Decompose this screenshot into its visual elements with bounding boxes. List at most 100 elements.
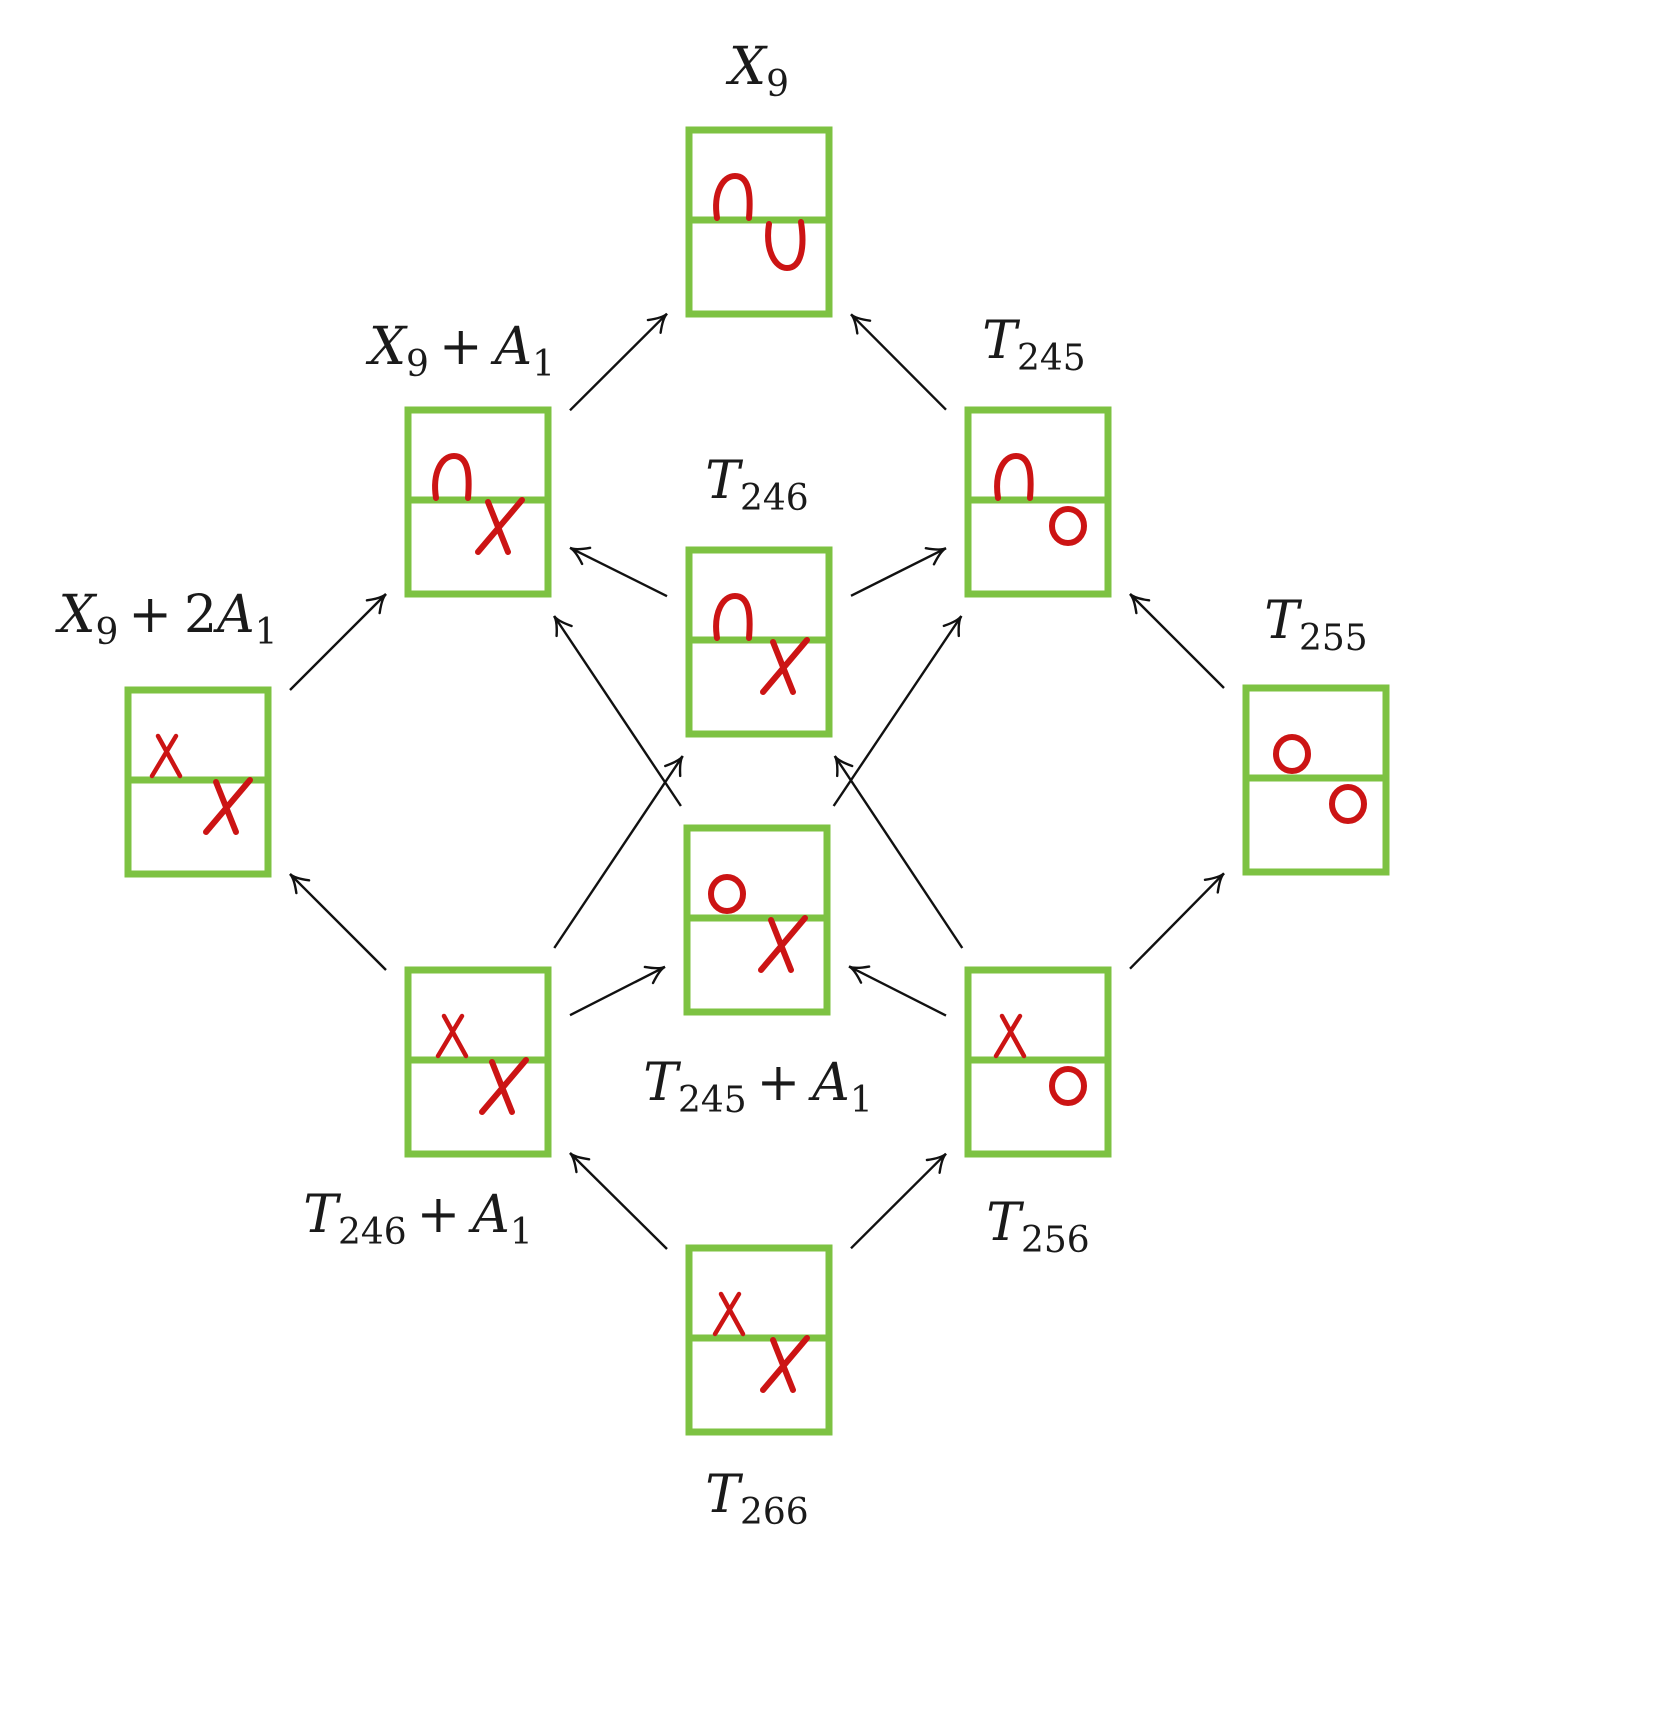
arrow-shaft — [569, 312, 668, 412]
arrow-head-icon — [289, 873, 311, 895]
node-x9 — [685, 126, 833, 318]
label-suffix-subscript: 1 — [510, 1212, 533, 1253]
arrow-x9a1-to-x9 — [569, 312, 668, 412]
label-suffix-subscript: 1 — [532, 344, 555, 385]
node-label: X9+A1 — [365, 317, 555, 385]
edges — [289, 312, 1225, 1250]
arrow-shaft — [850, 1152, 947, 1250]
label-suffix-subscript: 1 — [850, 1080, 873, 1121]
label-subscript: 246 — [338, 1212, 407, 1253]
node-label: T266 — [705, 1465, 808, 1533]
node-t246a1 — [404, 966, 552, 1158]
arrow-shaft — [569, 1152, 668, 1250]
arrow-head-icon — [664, 755, 684, 778]
arrow-head-icon — [850, 313, 872, 335]
nodes — [124, 126, 1390, 1436]
node-t256 — [964, 966, 1112, 1158]
arrow-shaft — [832, 615, 963, 807]
arrow-t246a1-to-x92a1 — [289, 873, 387, 971]
arrow-x92a1-to-x9a1 — [289, 593, 387, 691]
label-subscript: 9 — [95, 612, 118, 653]
label-base: T — [1264, 591, 1302, 651]
arrow-t255-to-t245 — [1129, 593, 1225, 689]
label-subscript: 9 — [766, 64, 789, 105]
arrow-head-icon — [553, 615, 573, 638]
arrow-head-icon — [942, 615, 963, 638]
arrow-head-icon — [924, 546, 947, 566]
node-t245 — [964, 406, 1112, 598]
arrow-shaft — [850, 547, 947, 597]
arrow-head-icon — [646, 312, 668, 334]
arrow-head-icon — [365, 593, 387, 615]
node-label: T255 — [1264, 591, 1367, 659]
arrow-t256-to-t246 — [833, 755, 964, 949]
label-subscript: 245 — [678, 1080, 747, 1121]
arrow-head-icon — [569, 1152, 591, 1174]
arrow-shaft — [289, 593, 387, 691]
arrow-t246a1-to-t246 — [553, 755, 684, 949]
label-base: T — [982, 311, 1020, 371]
arrow-t256-to-t255 — [1129, 872, 1225, 970]
arrow-shaft — [569, 965, 666, 1017]
node-t266 — [685, 1244, 833, 1436]
label-subscript: 245 — [1017, 338, 1086, 379]
label-suffix-base: A — [808, 1053, 850, 1113]
node-label: T245 — [982, 311, 1085, 379]
arrow-head-icon — [1203, 872, 1225, 894]
arrow-t245-to-x9 — [850, 313, 947, 411]
arrow-shaft — [569, 546, 668, 598]
arrow-shaft — [553, 755, 684, 949]
node-label: X9+2A1 — [54, 585, 277, 653]
node-label: T246 — [705, 451, 808, 519]
label-base: T — [986, 1193, 1024, 1253]
arrow-t245a1-to-x9a1 — [553, 615, 682, 807]
arrow-shaft — [289, 873, 387, 971]
node-label: X9 — [725, 37, 789, 105]
label-plus: + — [757, 1053, 801, 1113]
label-subscript: 246 — [740, 478, 809, 519]
arrow-t245a1-to-t245 — [832, 615, 963, 807]
arrow-shaft — [833, 755, 964, 949]
node-t246 — [685, 546, 833, 738]
label-suffix-base: A — [491, 317, 533, 377]
label-base: X — [54, 585, 97, 645]
arrow-shaft — [848, 965, 947, 1017]
label-suffix-base: A — [213, 585, 255, 645]
arrow-shaft — [1129, 872, 1225, 970]
label-plus: + — [128, 585, 172, 645]
label-subscript: 256 — [1021, 1220, 1090, 1261]
node-t245a1 — [683, 824, 831, 1016]
label-base: T — [705, 1465, 743, 1525]
label-suffix-base: A — [468, 1185, 510, 1245]
label-subscript: 9 — [406, 344, 429, 385]
label-subscript: 255 — [1299, 618, 1368, 659]
node-label: T245+A1 — [643, 1053, 872, 1121]
arrow-t246a1-to-t245a1 — [569, 965, 666, 1017]
label-plus: + — [417, 1185, 461, 1245]
node-label: T256 — [986, 1193, 1089, 1261]
label-subscript: 266 — [740, 1492, 809, 1533]
arrow-shaft — [850, 313, 947, 411]
label-coefficient: 2 — [184, 585, 217, 645]
label-plus: + — [439, 317, 483, 377]
arrow-t266-to-t256 — [850, 1152, 947, 1250]
node-x9a1 — [404, 406, 552, 598]
arrow-t266-to-t246a1 — [569, 1152, 668, 1250]
arrow-shaft — [553, 615, 682, 807]
node-label: T246+A1 — [303, 1185, 532, 1253]
arrow-head-icon — [1129, 593, 1151, 615]
label-base: T — [303, 1185, 341, 1245]
node-x92a1 — [124, 686, 272, 878]
label-base: T — [705, 451, 743, 511]
node-t255 — [1242, 684, 1390, 876]
arrow-head-icon — [833, 755, 854, 778]
label-suffix-subscript: 1 — [255, 612, 278, 653]
arrow-shaft — [1129, 593, 1225, 689]
label-base: X — [365, 317, 408, 377]
arrow-t256-to-t245a1 — [848, 965, 947, 1017]
label-base: X — [725, 37, 768, 97]
arrow-t246-to-t245 — [850, 546, 947, 597]
arrow-t246-to-x9a1 — [569, 546, 668, 598]
